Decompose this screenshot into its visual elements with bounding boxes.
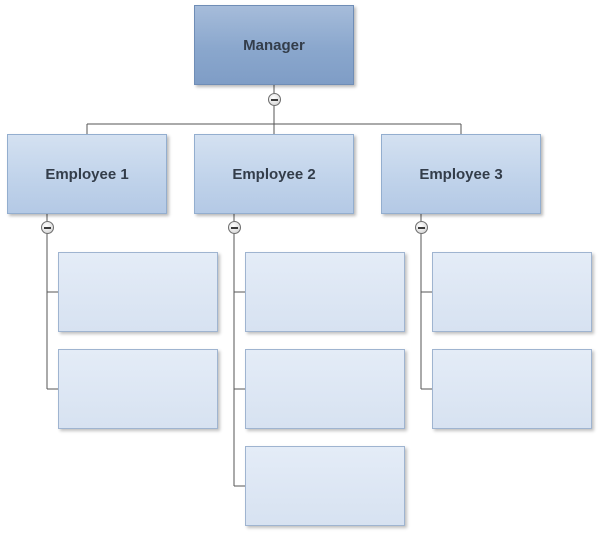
collapse-minus-icon[interactable] bbox=[41, 221, 54, 234]
employee-node-2[interactable]: Employee 2 bbox=[194, 134, 354, 214]
subordinate-node[interactable] bbox=[245, 252, 405, 332]
employee-node-1[interactable]: Employee 1 bbox=[7, 134, 167, 214]
manager-node[interactable]: Manager bbox=[194, 5, 354, 85]
collapse-minus-icon[interactable] bbox=[228, 221, 241, 234]
subordinate-node[interactable] bbox=[245, 446, 405, 526]
employee-label: Employee 2 bbox=[232, 165, 316, 183]
subordinate-node[interactable] bbox=[432, 252, 592, 332]
subordinate-node[interactable] bbox=[245, 349, 405, 429]
collapse-minus-icon[interactable] bbox=[415, 221, 428, 234]
manager-label: Manager bbox=[243, 36, 305, 54]
employee-node-3[interactable]: Employee 3 bbox=[381, 134, 541, 214]
employee-label: Employee 3 bbox=[419, 165, 503, 183]
collapse-minus-icon[interactable] bbox=[268, 93, 281, 106]
subordinate-node[interactable] bbox=[58, 252, 218, 332]
subordinate-node[interactable] bbox=[58, 349, 218, 429]
employee-label: Employee 1 bbox=[45, 165, 129, 183]
subordinate-node[interactable] bbox=[432, 349, 592, 429]
